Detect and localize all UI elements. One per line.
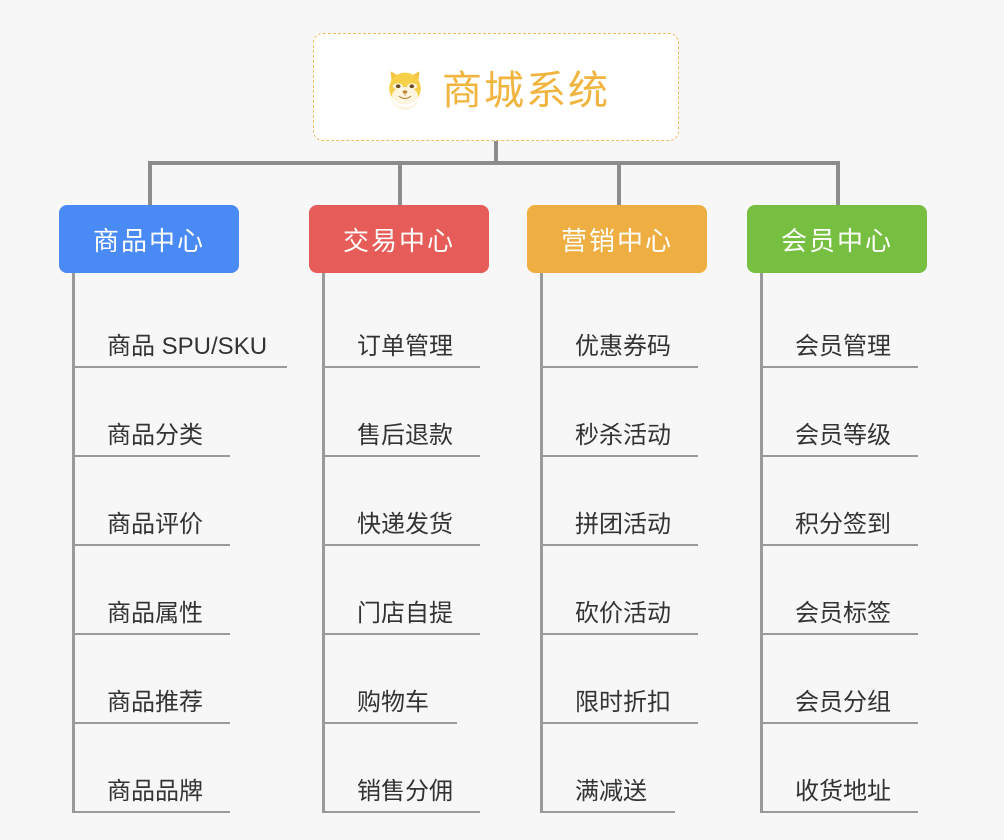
leaf-label: 门店自提	[357, 599, 453, 627]
list-item[interactable]: 满减送	[543, 724, 707, 813]
list-item[interactable]: 订单管理	[325, 279, 489, 368]
leaf-label: 销售分佣	[357, 777, 453, 805]
list-item[interactable]: 购物车	[325, 635, 489, 724]
connector-horizontal-bus	[148, 161, 840, 165]
leaf-underline	[543, 722, 698, 724]
root-node-mall-system[interactable]: 商城系统	[313, 33, 679, 141]
list-item[interactable]: 砍价活动	[543, 546, 707, 635]
connector-drop-col-3	[836, 161, 840, 205]
leaf-label: 商品品牌	[107, 777, 203, 805]
category-column-member: 会员中心 会员管理 会员等级 积分签到 会员标签 会员分组	[747, 205, 927, 813]
list-item[interactable]: 商品评价	[75, 457, 239, 546]
leaf-underline	[763, 722, 918, 724]
leaf-label: 会员管理	[795, 332, 891, 360]
leaf-label: 积分签到	[795, 510, 891, 538]
connector-drop-col-2	[617, 161, 621, 205]
leaf-underline	[325, 811, 480, 813]
leaf-label: 满减送	[575, 777, 647, 805]
category-column-product: 商品中心 商品 SPU/SKU 商品分类 商品评价 商品属性 商品推荐	[59, 205, 287, 813]
leaf-label: 商品评价	[107, 510, 203, 538]
category-header-label: 交易中心	[342, 225, 455, 256]
leaf-label: 快递发货	[357, 510, 453, 538]
list-item[interactable]: 限时折扣	[543, 635, 707, 724]
leaf-underline	[763, 544, 918, 546]
list-item[interactable]: 售后退款	[325, 368, 489, 457]
leaf-underline	[75, 722, 230, 724]
list-item[interactable]: 拼团活动	[543, 457, 707, 546]
leaf-label: 砍价活动	[575, 599, 671, 627]
leaf-underline	[75, 455, 230, 457]
connector-root-stem	[494, 141, 498, 165]
category-column-marketing: 营销中心 优惠券码 秒杀活动 拼团活动 砍价活动 限时折扣	[527, 205, 707, 813]
leaf-label: 秒杀活动	[575, 421, 671, 449]
list-item[interactable]: 优惠券码	[543, 279, 707, 368]
leaf-underline	[763, 811, 918, 813]
root-node-title: 商城系统	[442, 69, 610, 113]
list-item[interactable]: 会员管理	[763, 279, 927, 368]
list-item[interactable]: 商品分类	[75, 368, 239, 457]
leaf-underline	[75, 366, 287, 368]
leaf-underline	[543, 633, 698, 635]
leaf-underline	[543, 455, 698, 457]
leaf-underline	[325, 544, 480, 546]
category-column-trade: 交易中心 订单管理 售后退款 快递发货 门店自提 购物车	[309, 205, 489, 813]
leaf-label: 商品 SPU/SKU	[107, 332, 268, 360]
leaf-label: 商品推荐	[107, 688, 203, 716]
list-item[interactable]: 商品属性	[75, 546, 239, 635]
leaf-list-trade: 订单管理 售后退款 快递发货 门店自提 购物车 销售分佣	[322, 273, 489, 813]
list-item[interactable]: 门店自提	[325, 546, 489, 635]
leaf-label: 限时折扣	[575, 688, 671, 716]
leaf-underline	[75, 544, 230, 546]
category-header-trade[interactable]: 交易中心	[309, 205, 489, 273]
list-item[interactable]: 收货地址	[763, 724, 927, 813]
list-item[interactable]: 积分签到	[763, 457, 927, 546]
connector-drop-col-1	[398, 161, 402, 205]
leaf-underline	[325, 633, 480, 635]
leaf-label: 会员分组	[795, 688, 891, 716]
list-item[interactable]: 商品 SPU/SKU	[75, 279, 287, 368]
category-header-member[interactable]: 会员中心	[747, 205, 927, 273]
leaf-label: 优惠券码	[575, 332, 671, 360]
category-header-label: 营销中心	[560, 225, 673, 256]
leaf-label: 拼团活动	[575, 510, 671, 538]
list-item[interactable]: 商品推荐	[75, 635, 239, 724]
leaf-underline	[763, 455, 918, 457]
leaf-underline	[325, 455, 480, 457]
leaf-underline	[325, 722, 457, 724]
list-item[interactable]: 销售分佣	[325, 724, 489, 813]
leaf-underline	[763, 633, 918, 635]
leaf-underline	[543, 366, 698, 368]
leaf-list-marketing: 优惠券码 秒杀活动 拼团活动 砍价活动 限时折扣 满减送	[540, 273, 707, 813]
leaf-list-product: 商品 SPU/SKU 商品分类 商品评价 商品属性 商品推荐 商品品牌	[72, 273, 287, 813]
leaf-underline	[75, 811, 230, 813]
leaf-label: 商品属性	[107, 599, 203, 627]
leaf-underline	[75, 633, 230, 635]
leaf-label: 订单管理	[357, 332, 453, 360]
list-item[interactable]: 会员标签	[763, 546, 927, 635]
connector-drop-col-0	[148, 161, 152, 205]
leaf-underline	[543, 811, 675, 813]
leaf-underline	[543, 544, 698, 546]
list-item[interactable]: 快递发货	[325, 457, 489, 546]
category-header-label: 会员中心	[780, 225, 893, 256]
shiba-dog-icon	[382, 64, 428, 110]
list-item[interactable]: 会员等级	[763, 368, 927, 457]
list-item[interactable]: 会员分组	[763, 635, 927, 724]
category-header-marketing[interactable]: 营销中心	[527, 205, 707, 273]
leaf-underline	[325, 366, 480, 368]
category-header-label: 商品中心	[92, 225, 205, 256]
category-header-product[interactable]: 商品中心	[59, 205, 239, 273]
leaf-label: 收货地址	[795, 777, 891, 805]
leaf-list-member: 会员管理 会员等级 积分签到 会员标签 会员分组 收货地址	[760, 273, 927, 813]
leaf-label: 商品分类	[107, 421, 203, 449]
leaf-label: 售后退款	[357, 421, 453, 449]
leaf-underline	[763, 366, 918, 368]
list-item[interactable]: 商品品牌	[75, 724, 239, 813]
leaf-label: 会员等级	[795, 421, 891, 449]
leaf-label: 会员标签	[795, 599, 891, 627]
list-item[interactable]: 秒杀活动	[543, 368, 707, 457]
leaf-label: 购物车	[357, 688, 429, 716]
